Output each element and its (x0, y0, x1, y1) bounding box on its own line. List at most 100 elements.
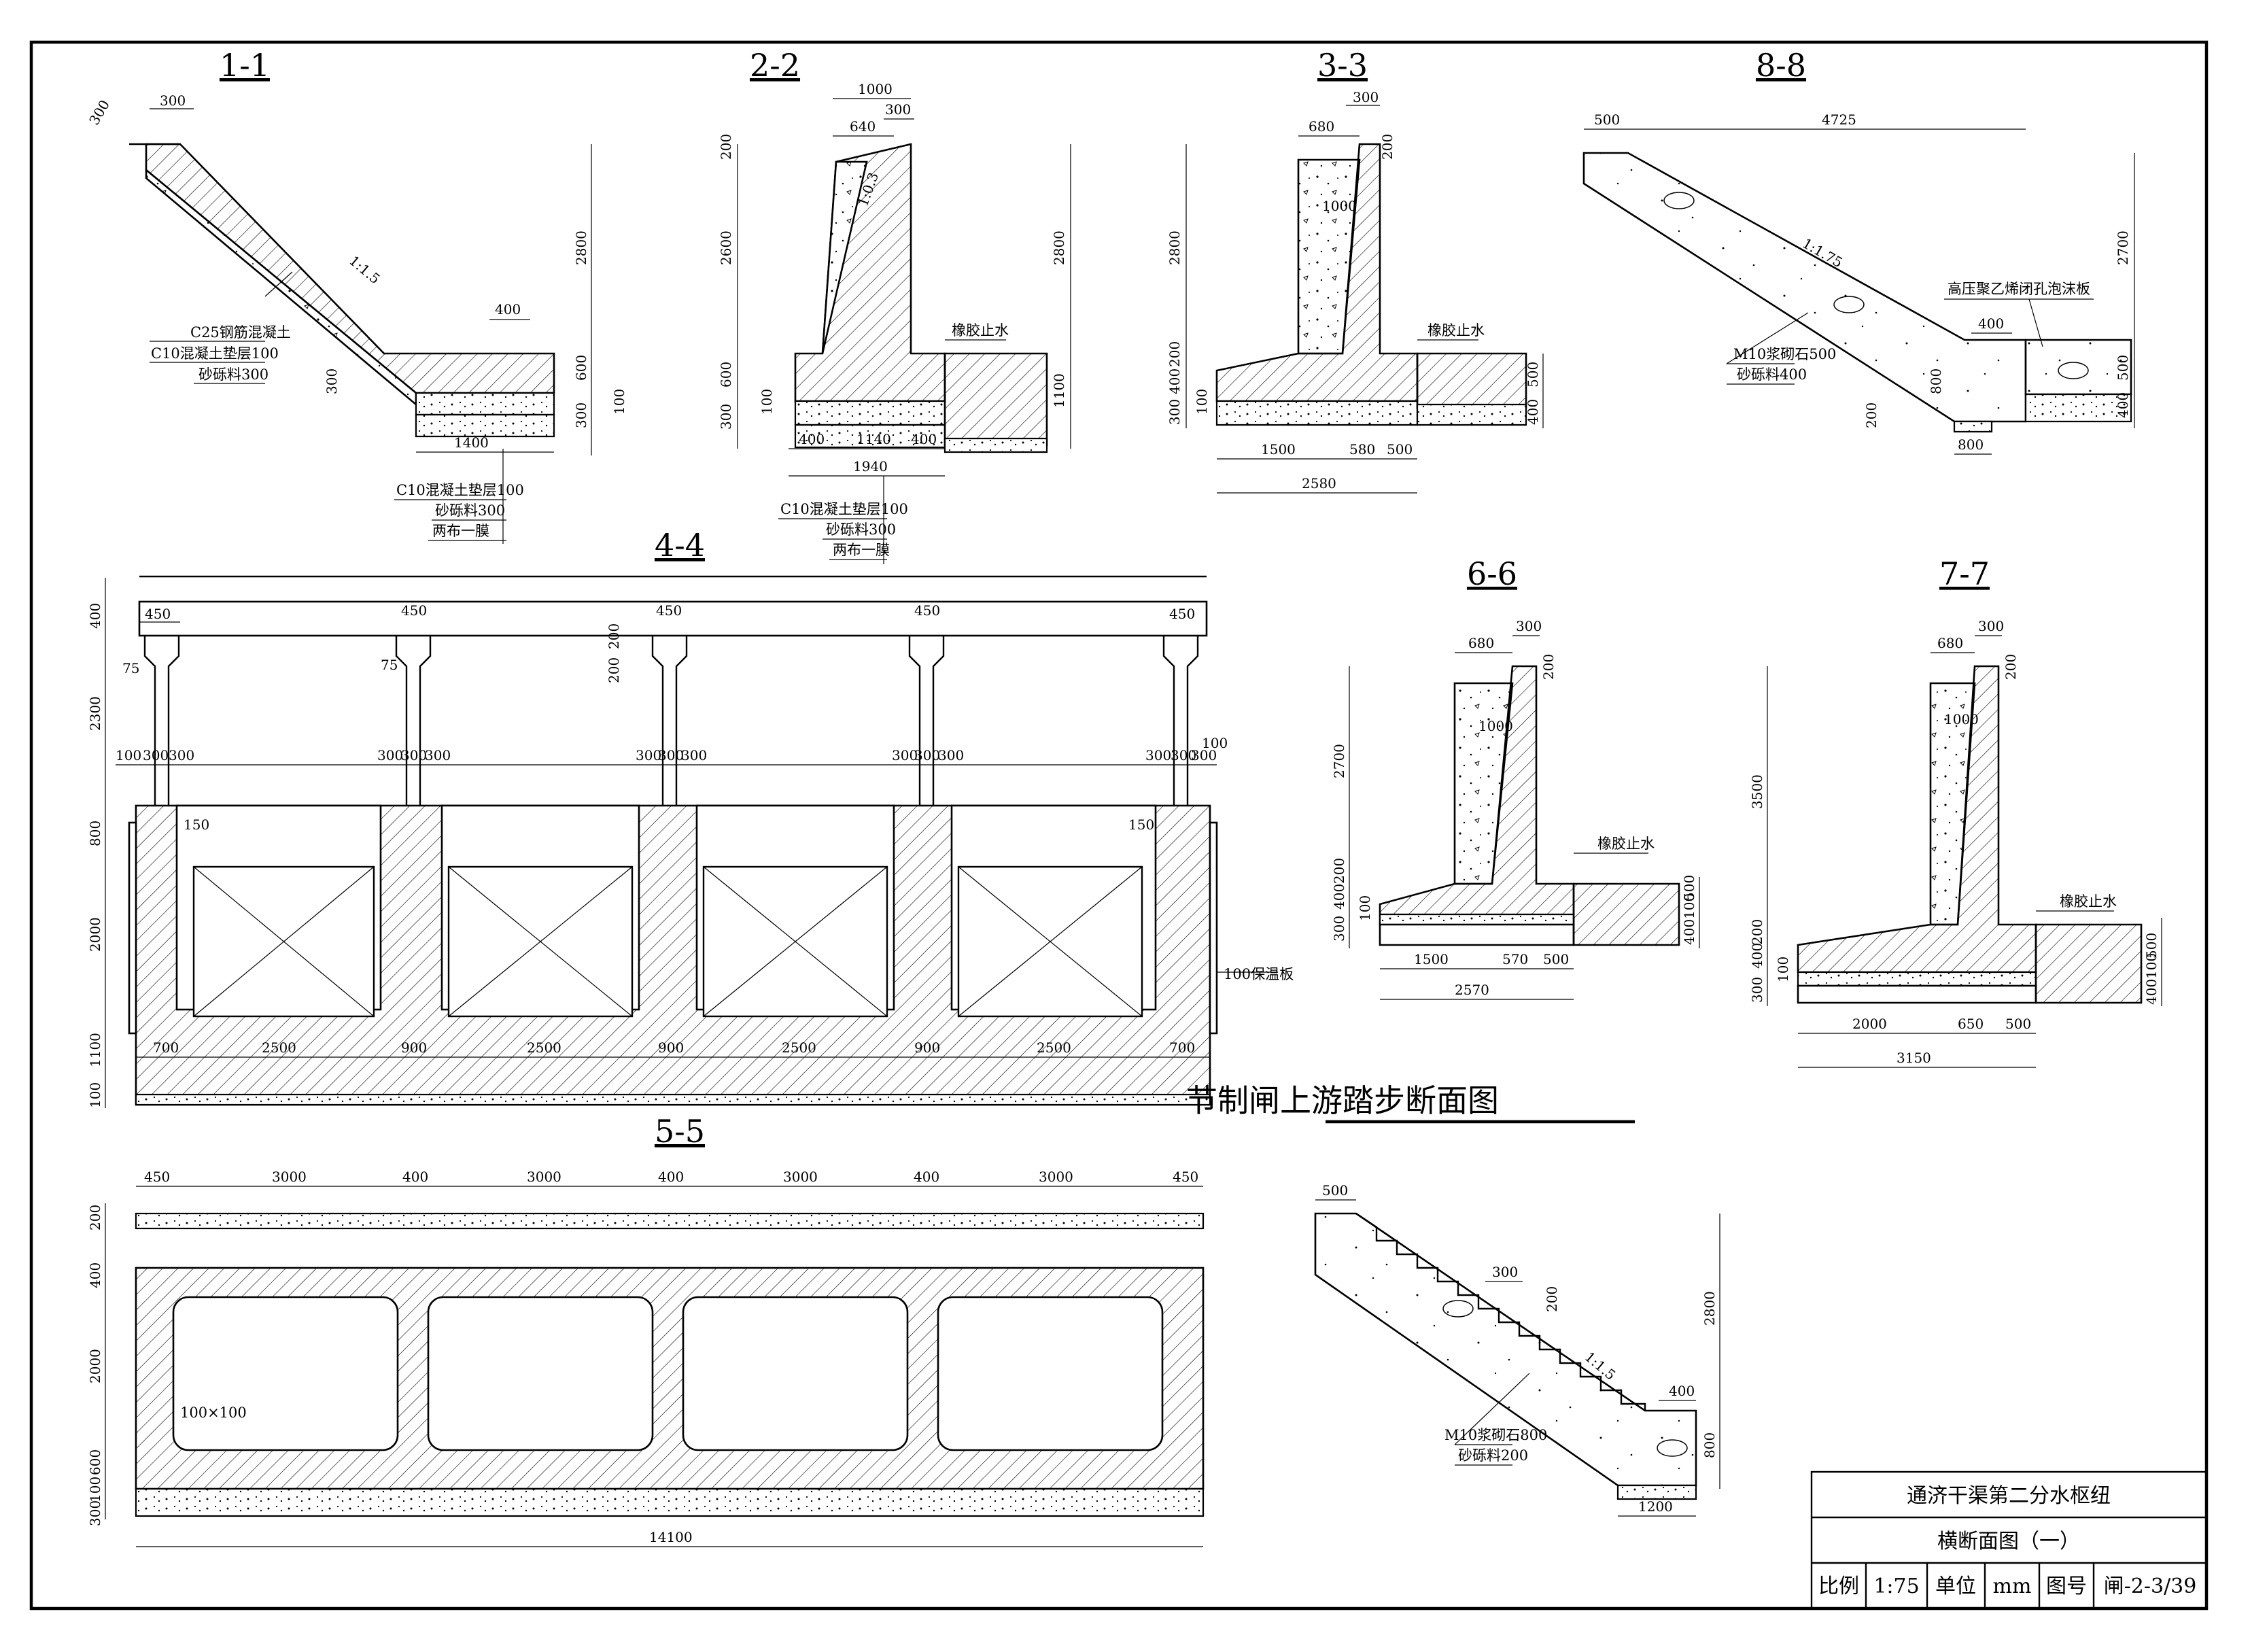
svg-text:300: 300 (143, 747, 169, 763)
section-2-2: 2-2 1000 300 640 200 1:0.3 2600 2800 600… (718, 47, 1071, 564)
svg-text:650: 650 (1958, 1016, 1984, 1032)
svg-text:100: 100 (87, 1082, 103, 1108)
svg-text:M10浆砌石800: M10浆砌石800 (1444, 1427, 1547, 1443)
svg-text:1500: 1500 (1414, 951, 1449, 967)
svg-text:100: 100 (116, 747, 141, 763)
svg-text:1500: 1500 (1261, 441, 1296, 458)
svg-text:400: 400 (1749, 943, 1765, 969)
svg-text:300: 300 (1353, 89, 1379, 105)
bottom-dims: 700 2500 900 2500 900 2500 900 2500 700 (153, 1039, 1195, 1056)
svg-text:2800: 2800 (1051, 230, 1067, 265)
svg-text:3000: 3000 (272, 1169, 307, 1185)
svg-text:400: 400 (1525, 399, 1541, 425)
svg-text:2800: 2800 (1166, 230, 1183, 265)
svg-text:500: 500 (1525, 362, 1541, 388)
drawing-no-label: 图号 (2046, 1574, 2087, 1598)
svg-text:400: 400 (1669, 1383, 1695, 1399)
svg-text:900: 900 (401, 1039, 427, 1056)
section-title-2-2: 2-2 (750, 47, 800, 84)
svg-text:300: 300 (885, 101, 911, 118)
svg-text:400: 400 (495, 301, 521, 317)
svg-text:300: 300 (160, 92, 186, 109)
svg-text:100: 100 (611, 389, 627, 415)
drawing-no: 闸-2-3/39 (2104, 1574, 2197, 1598)
section-title-7-7: 7-7 (1939, 555, 1990, 592)
svg-text:150: 150 (1128, 816, 1154, 833)
svg-text:3000: 3000 (527, 1169, 561, 1185)
svg-text:300: 300 (169, 747, 194, 763)
section-title-5-5: 5-5 (655, 1113, 705, 1150)
unit-label: 单位 (1935, 1574, 1976, 1598)
svg-text:100保温板: 100保温板 (1224, 966, 1294, 982)
steps-title: 节制闸上游踏步断面图 (1186, 1082, 1499, 1119)
svg-text:75: 75 (381, 657, 398, 673)
svg-text:800: 800 (87, 821, 103, 846)
svg-text:640: 640 (850, 118, 876, 135)
svg-text:450: 450 (401, 602, 427, 619)
svg-text:400: 400 (914, 1169, 939, 1185)
svg-text:2000: 2000 (1852, 1016, 1887, 1032)
svg-text:200: 200 (1540, 654, 1557, 680)
svg-text:500: 500 (1681, 875, 1697, 901)
svg-text:橡胶止水: 橡胶止水 (952, 322, 1009, 339)
section-3-3: 3-3 300 680 200 1000 2800 200 400 300 10… (1166, 47, 1544, 494)
svg-text:450: 450 (144, 1169, 170, 1185)
section-7-7: 7-7 300 680 200 1000 3500 200 400 300 10… (1749, 555, 2162, 1068)
svg-text:600: 600 (718, 362, 734, 388)
svg-text:800: 800 (1958, 436, 1984, 453)
svg-text:300: 300 (377, 747, 403, 763)
svg-text:200: 200 (1166, 341, 1183, 367)
svg-text:100: 100 (1775, 957, 1791, 982)
svg-text:300: 300 (1191, 747, 1217, 763)
svg-text:500: 500 (1322, 1182, 1348, 1199)
svg-text:1000: 1000 (1944, 711, 1979, 727)
step-treads (1355, 1213, 1646, 1411)
svg-text:砂砾料300: 砂砾料300 (198, 366, 269, 383)
svg-text:400: 400 (911, 431, 937, 447)
svg-text:100: 100 (1357, 895, 1373, 921)
svg-text:200: 200 (606, 657, 622, 683)
section-4-4: 4-4 450 450 (87, 527, 1294, 1108)
svg-text:300: 300 (892, 747, 918, 763)
svg-text:2570: 2570 (1455, 982, 1489, 998)
svg-text:2800: 2800 (1701, 1291, 1718, 1326)
drawing-name: 横断面图（一） (1937, 1530, 2080, 1553)
section-title-3-3: 3-3 (1317, 47, 1368, 84)
svg-text:3150: 3150 (1897, 1050, 1931, 1066)
svg-text:300: 300 (1978, 618, 2004, 634)
svg-text:1400: 1400 (454, 434, 489, 451)
svg-text:200: 200 (1331, 858, 1347, 884)
svg-text:100: 100 (759, 389, 775, 415)
svg-text:C10混凝土垫层100: C10混凝土垫层100 (151, 345, 279, 362)
svg-text:1200: 1200 (1638, 1498, 1673, 1515)
svg-text:C25钢筋混凝土: C25钢筋混凝土 (190, 324, 291, 341)
svg-text:300: 300 (1516, 618, 1542, 634)
section-8-8: 8-8 500 4725 1:1.75 2700 400 800 200 500… (1582, 47, 2135, 455)
svg-text:680: 680 (1309, 118, 1334, 135)
svg-text:400: 400 (87, 603, 103, 629)
pier-columns (143, 636, 1199, 806)
svg-text:1000: 1000 (858, 81, 893, 97)
svg-text:1000: 1000 (1478, 718, 1513, 734)
svg-text:C10混凝土垫层100: C10混凝土垫层100 (396, 482, 524, 498)
svg-text:砂砾料300: 砂砾料300 (435, 502, 505, 519)
scale-label: 比例 (1818, 1574, 1859, 1598)
svg-text:2500: 2500 (1037, 1039, 1071, 1056)
svg-text:450: 450 (145, 606, 171, 622)
svg-text:900: 900 (658, 1039, 684, 1056)
svg-text:300: 300 (938, 747, 964, 763)
svg-text:300: 300 (86, 97, 113, 128)
svg-text:300: 300 (1171, 747, 1196, 763)
svg-text:300: 300 (401, 747, 427, 763)
svg-text:500: 500 (1594, 111, 1620, 128)
svg-text:580: 580 (1349, 441, 1375, 458)
svg-text:150: 150 (184, 816, 209, 833)
svg-text:200: 200 (718, 134, 734, 160)
svg-text:300: 300 (573, 402, 589, 428)
svg-text:75: 75 (122, 660, 139, 676)
svg-text:高压聚乙烯闭孔泡沫板: 高压聚乙烯闭孔泡沫板 (1948, 281, 2090, 297)
svg-text:2580: 2580 (1302, 475, 1336, 492)
svg-text:1:1.5: 1:1.5 (346, 252, 383, 287)
title-block: 通济干渠第二分水枢纽 横断面图（一） 比例 1:75 单位 mm 图号 闸-2-… (1810, 1470, 2208, 1610)
